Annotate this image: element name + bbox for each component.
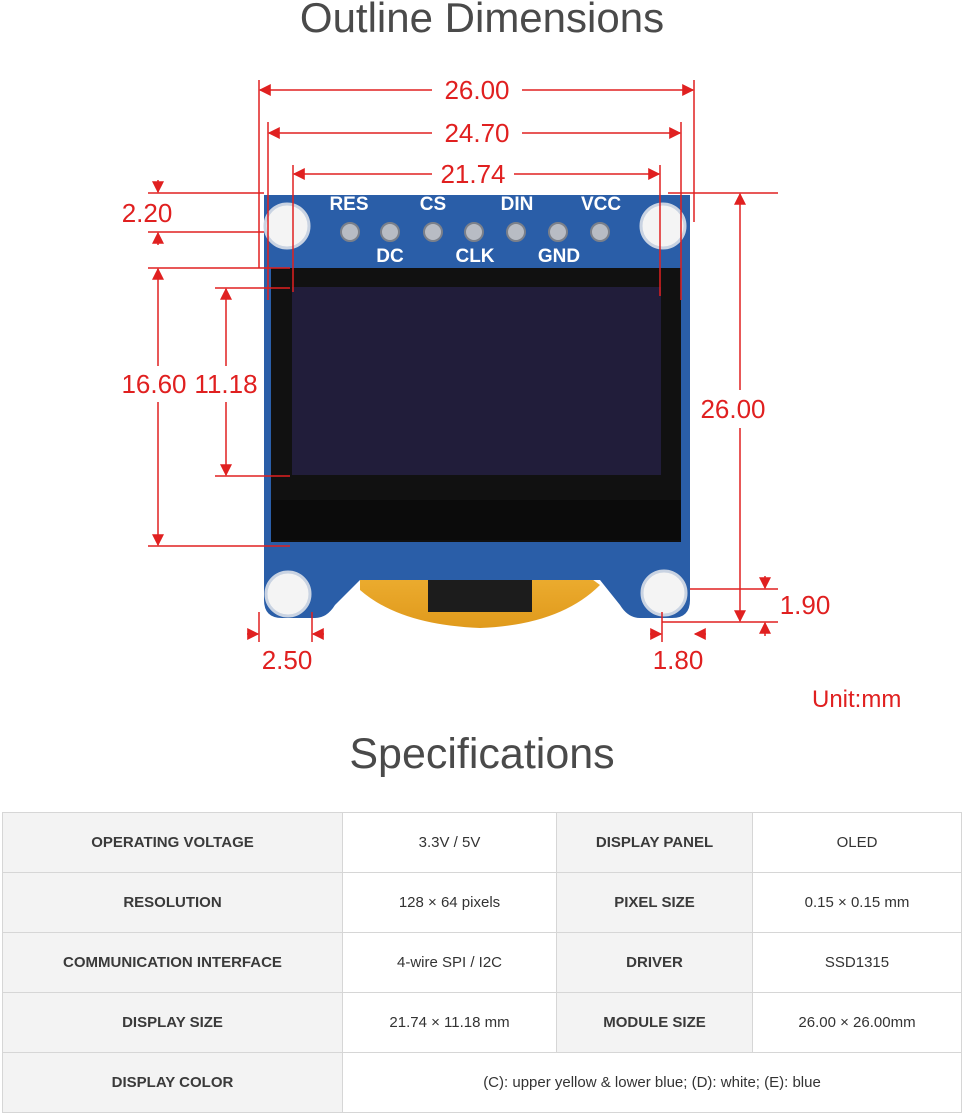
spec-key: DISPLAY COLOR xyxy=(2,1052,343,1113)
unit-label: Unit:mm xyxy=(812,686,902,713)
mount-hole-bl xyxy=(264,570,312,618)
display-bottom-strip xyxy=(271,500,681,540)
spec-key: PIXEL SIZE xyxy=(556,872,753,933)
spec-value: 0.15 × 0.15 mm xyxy=(752,872,962,933)
spec-key: DISPLAY SIZE xyxy=(2,992,343,1053)
dim-hole-diameter: 2.50 xyxy=(262,645,313,675)
spec-value: 26.00 × 26.00mm xyxy=(752,992,962,1053)
pin-din xyxy=(506,222,526,242)
dim-height-outer: 26.00 xyxy=(700,394,765,424)
dim-top-margin: 2.20 xyxy=(122,198,173,228)
dim-height-display: 11.18 xyxy=(194,369,257,399)
display-active-area xyxy=(292,287,661,475)
pin-label-vcc: VCC xyxy=(581,194,621,215)
outline-dimensions-title: Outline Dimensions xyxy=(299,0,665,41)
pin-vcc xyxy=(590,222,610,242)
spec-key: MODULE SIZE xyxy=(556,992,753,1053)
spec-value: 21.74 × 11.18 mm xyxy=(342,992,557,1053)
spec-key: DRIVER xyxy=(556,932,753,993)
dim-width-display: 21.74 xyxy=(440,159,505,189)
spec-value: SSD1315 xyxy=(752,932,962,993)
pin-cs xyxy=(423,222,443,242)
spec-value: 3.3V / 5V xyxy=(342,812,557,873)
specifications-table: OPERATING VOLTAGE 3.3V / 5V DISPLAY PANE… xyxy=(2,812,962,1113)
pin-label-cs: CS xyxy=(420,194,446,215)
spec-key: RESOLUTION xyxy=(2,872,343,933)
mount-hole-br xyxy=(640,569,688,617)
dim-width-outer: 26.00 xyxy=(444,75,509,105)
dim-corner-offset: 1.80 xyxy=(653,645,704,675)
spec-value: (C): upper yellow & lower blue; (D): whi… xyxy=(342,1052,962,1113)
spec-key: DISPLAY PANEL xyxy=(556,812,753,873)
pin-label-res: RES xyxy=(329,194,368,215)
dim-bottom-offset: 1.90 xyxy=(780,590,831,620)
mount-hole-tr xyxy=(639,202,687,250)
dim-width-hole-centers: 24.70 xyxy=(444,118,509,148)
specifications-title: Specifications xyxy=(349,730,615,778)
spec-value: 4-wire SPI / I2C xyxy=(342,932,557,993)
table-row: COMMUNICATION INTERFACE 4-wire SPI / I2C… xyxy=(2,932,962,993)
table-row: RESOLUTION 128 × 64 pixels PIXEL SIZE 0.… xyxy=(2,872,962,933)
header-pins xyxy=(340,222,610,242)
pin-res xyxy=(340,222,360,242)
spec-value: 128 × 64 pixels xyxy=(342,872,557,933)
table-row: DISPLAY SIZE 21.74 × 11.18 mm MODULE SIZ… xyxy=(2,992,962,1053)
outline-drawing: RES CS DIN VCC DC CLK GND xyxy=(121,75,831,675)
spec-key: OPERATING VOLTAGE xyxy=(2,812,343,873)
table-row: DISPLAY COLOR (C): upper yellow & lower … xyxy=(2,1052,962,1113)
table-row: OPERATING VOLTAGE 3.3V / 5V DISPLAY PANE… xyxy=(2,812,962,873)
pin-label-gnd: GND xyxy=(538,246,580,267)
pin-clk xyxy=(464,222,484,242)
mount-hole-tl xyxy=(263,202,311,250)
dim-height-active: 16.60 xyxy=(121,369,186,399)
pin-label-clk: CLK xyxy=(455,246,494,267)
pin-dc xyxy=(380,222,400,242)
spec-value: OLED xyxy=(752,812,962,873)
pin-label-dc: DC xyxy=(376,246,404,267)
pin-gnd xyxy=(548,222,568,242)
pin-label-din: DIN xyxy=(501,194,534,215)
spec-key: COMMUNICATION INTERFACE xyxy=(2,932,343,993)
